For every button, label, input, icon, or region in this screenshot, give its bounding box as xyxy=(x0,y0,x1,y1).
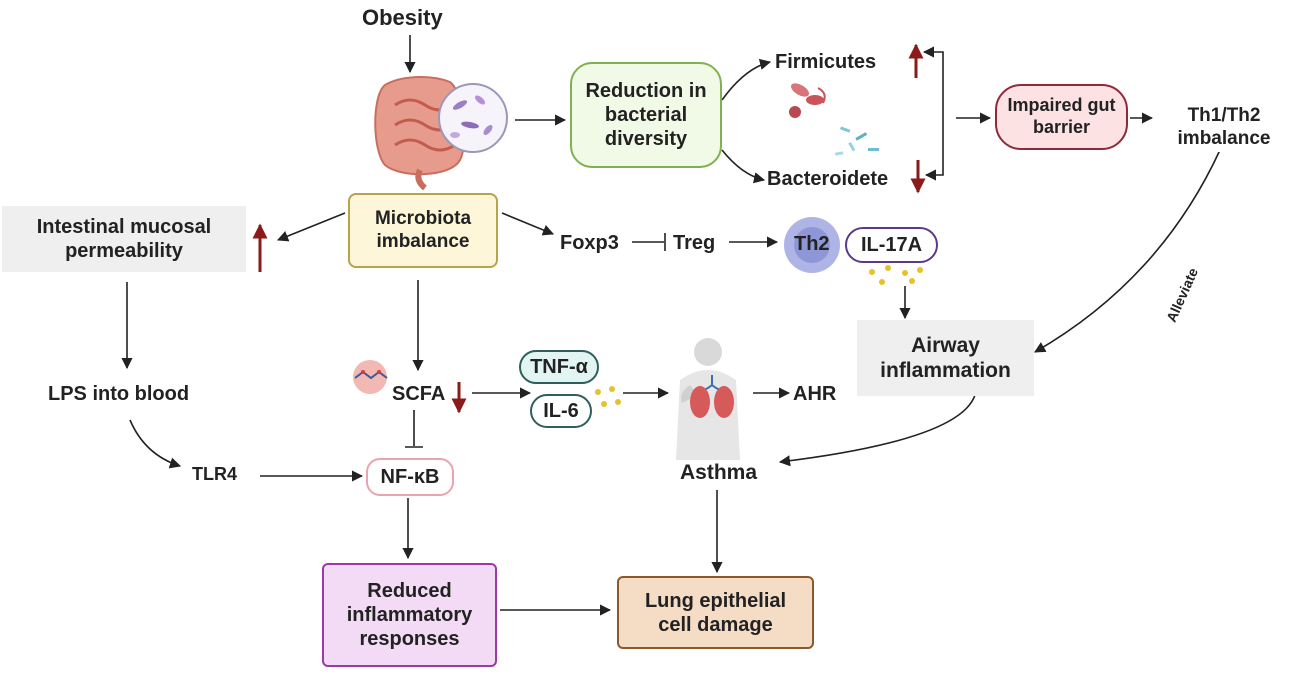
arrow-reduction-firmicutes xyxy=(721,58,772,101)
arrow-microbiota-foxp3 xyxy=(501,212,555,236)
firmicutes-label: Firmicutes xyxy=(775,51,877,73)
reduced-inflammatory-box: Reduced inflammatory responses xyxy=(322,563,497,667)
reduction-diversity-text: Reduction in bacterial diversity xyxy=(585,80,707,150)
impaired-gut-barrier-box: Impaired gut barrier xyxy=(995,84,1128,150)
lps-into-blood-label: LPS into blood xyxy=(48,383,190,405)
il17a-text: IL-17A xyxy=(860,234,923,256)
intestine-icon xyxy=(374,75,466,191)
bracket-firmicutes-bacteroidete xyxy=(922,46,944,181)
th2-label: Th2 xyxy=(794,233,830,255)
ahr-label: AHR xyxy=(793,383,837,405)
intestinal-permeability-text: Intestinal mucosal permeability xyxy=(36,216,212,262)
foxp3-label: Foxp3 xyxy=(560,232,619,254)
arrow-microbiota-intestinal xyxy=(276,212,346,242)
airway-inflammation-box: Airway inflammation xyxy=(857,320,1034,396)
treg-label: Treg xyxy=(673,232,716,254)
tlr4-label: TLR4 xyxy=(192,464,237,484)
microbiota-imbalance-box: Microbiota imbalance xyxy=(348,193,498,268)
il17a-box: IL-17A xyxy=(845,227,938,263)
arrow-th1th2-airway xyxy=(1034,149,1221,353)
arrow-airway-asthma xyxy=(778,394,976,467)
nfkb-box: NF-κB xyxy=(366,458,454,496)
bacteria-magnifier-icon xyxy=(438,83,508,153)
intestinal-permeability-box: Intestinal mucosal permeability xyxy=(2,206,246,272)
bacteroidete-bacteria-icon xyxy=(834,126,879,156)
firmicutes-bacteria-icon xyxy=(789,83,826,118)
th2-cell-core xyxy=(794,227,830,263)
il6-box: IL-6 xyxy=(530,394,592,428)
microbiota-imbalance-text: Microbiota imbalance xyxy=(374,207,472,252)
airway-inflammation-text: Airway inflammation xyxy=(880,333,1011,382)
th1th2-imbalance-text: Th1/Th2 imbalance xyxy=(1177,105,1271,149)
arrow-lps-tlr4 xyxy=(129,419,182,469)
impaired-gut-barrier-text: Impaired gut barrier xyxy=(1007,95,1116,137)
lung-epithelial-text: Lung epithelial cell damage xyxy=(644,589,787,636)
th1th2-imbalance-box: Th1/Th2 imbalance xyxy=(1157,104,1291,152)
reduction-diversity-box: Reduction in bacterial diversity xyxy=(570,62,722,168)
tnf-alpha-text: TNF-α xyxy=(530,356,588,378)
asthma-label: Asthma xyxy=(680,461,758,484)
lung-epithelial-box: Lung epithelial cell damage xyxy=(617,576,814,649)
scfa-molecule-icon xyxy=(353,360,388,394)
obesity-label: Obesity xyxy=(362,5,443,30)
arrow-reduction-bacteroidete xyxy=(721,149,766,184)
il6-text: IL-6 xyxy=(543,400,579,422)
il17-cytokine-dots xyxy=(869,265,923,285)
reduced-inflammatory-text: Reduced inflammatory responses xyxy=(346,580,473,650)
bacteroidete-label: Bacteroidete xyxy=(767,168,889,190)
tnf-alpha-box: TNF-α xyxy=(519,350,599,384)
cytokine-dots xyxy=(595,386,621,407)
scfa-label: SCFA xyxy=(392,383,446,405)
nfkb-text: NF-κB xyxy=(380,466,440,488)
human-lungs-icon xyxy=(676,338,740,460)
